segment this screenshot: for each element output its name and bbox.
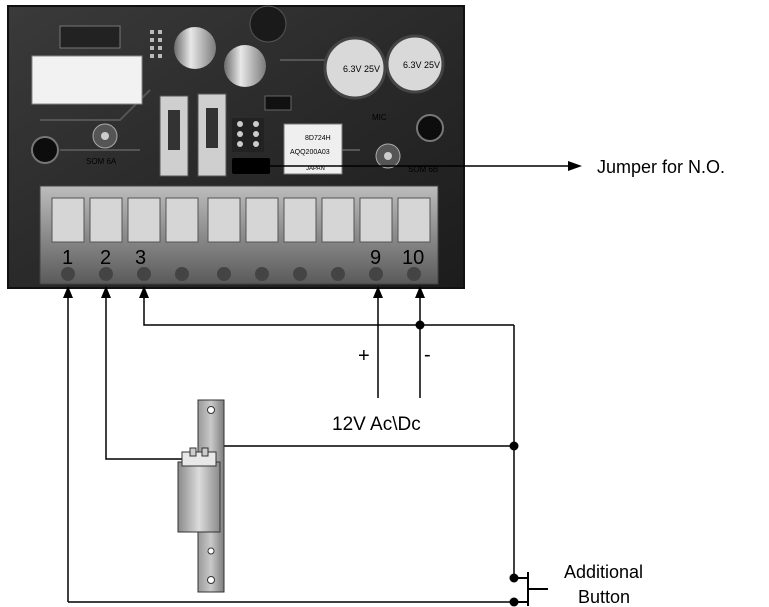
mic-marking: MIC [372,113,387,122]
terminal-2-label: 2 [100,247,111,269]
terminal-3-label: 3 [135,247,146,269]
pot-marking: SOM 6A [86,157,117,166]
relay-marking: 8D724H [305,135,331,142]
wire-terminal-3 [143,292,514,326]
label-module [32,56,142,104]
electric-strike [177,399,225,593]
jumper-no [232,158,270,174]
power-plus-label: + [358,345,370,367]
terminal-1-label: 1 [62,247,73,269]
capacitor [385,34,445,94]
button-label-line2: Button [578,587,630,607]
capacitor-marking: 6.3V 25V [343,64,380,74]
wire-terminal-2 [105,292,200,460]
power-minus-label: - [424,344,431,366]
relay-origin: JAPAN [306,166,325,172]
jumper-callout [268,161,582,171]
pot-marking: SOM 6B [408,165,438,174]
capacitor-marking: 6.3V 25V [403,60,440,70]
button-label-line1: Additional [564,562,643,582]
capacitor [224,45,266,87]
terminal-9-label: 9 [370,247,381,269]
terminal-block [39,185,439,285]
wiring [67,292,515,603]
terminal-10-label: 10 [402,247,424,269]
dip-switches [159,93,227,177]
junction-dots [415,320,519,607]
capacitor [174,27,216,69]
relay-model: AQQ200A03 [290,149,330,156]
jumper-header [232,118,264,152]
push-button-symbol [514,572,548,606]
capacitor [323,36,387,100]
power-supply-label: 12V Ac\Dc [332,414,421,435]
pcb-board: 6.3V 25V 6.3V 25V 8D724H AQQ200A03 JAPAN… [7,5,465,289]
jumper-label: Jumper for N.O. [597,157,725,177]
terminal-arrows [63,286,425,298]
